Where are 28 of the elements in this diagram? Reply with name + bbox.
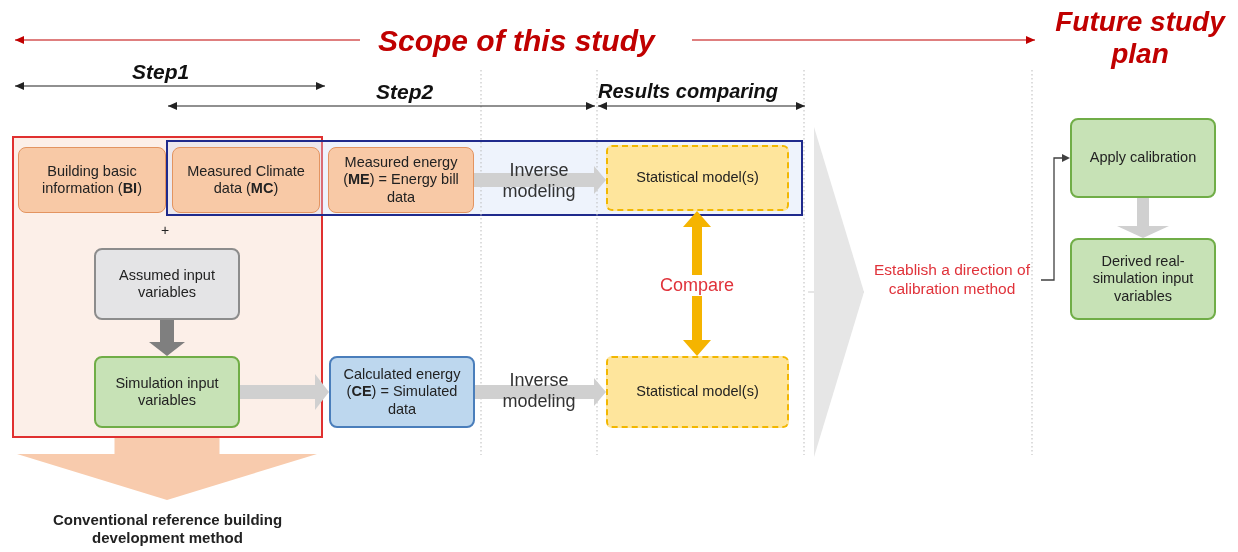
block-arrow	[683, 211, 711, 356]
plus-sign: +	[161, 222, 170, 239]
note-text: Conventional reference building development method	[20, 506, 315, 552]
arrow	[807, 127, 865, 457]
edge-label: Inverse modeling	[501, 160, 577, 202]
process-box: Calculated energy (CE) = Simulated data	[329, 356, 475, 428]
arrow	[1040, 154, 1070, 281]
process-box: Apply calibration	[1070, 118, 1216, 198]
note-text: Establish a direction of calibration method	[863, 258, 1041, 302]
block-arrow	[475, 378, 606, 406]
block-arrow	[474, 166, 606, 194]
step-label: Results comparing	[598, 80, 779, 103]
process-box: Measured Climate data (MC)	[172, 147, 320, 213]
process-box: Statistical model(s)	[606, 356, 789, 428]
edge-label: Compare	[659, 275, 735, 296]
step-label: Step2	[376, 80, 434, 105]
process-box: Simulation input variables	[94, 356, 240, 428]
process-box: Measured energy (ME) = Energy bill data	[328, 147, 474, 213]
block-arrow	[1117, 198, 1169, 238]
block-arrow	[240, 374, 329, 410]
block-arrow	[17, 438, 317, 500]
edge-label: Inverse modeling	[501, 370, 577, 412]
process-box: Building basic information (BI)	[18, 147, 166, 213]
block-arrow	[149, 320, 185, 356]
process-box: Statistical model(s)	[606, 145, 789, 211]
step-label: Step1	[132, 60, 190, 85]
process-box: Derived real-simulation input variables	[1070, 238, 1216, 320]
process-box: Assumed input variables	[94, 248, 240, 320]
